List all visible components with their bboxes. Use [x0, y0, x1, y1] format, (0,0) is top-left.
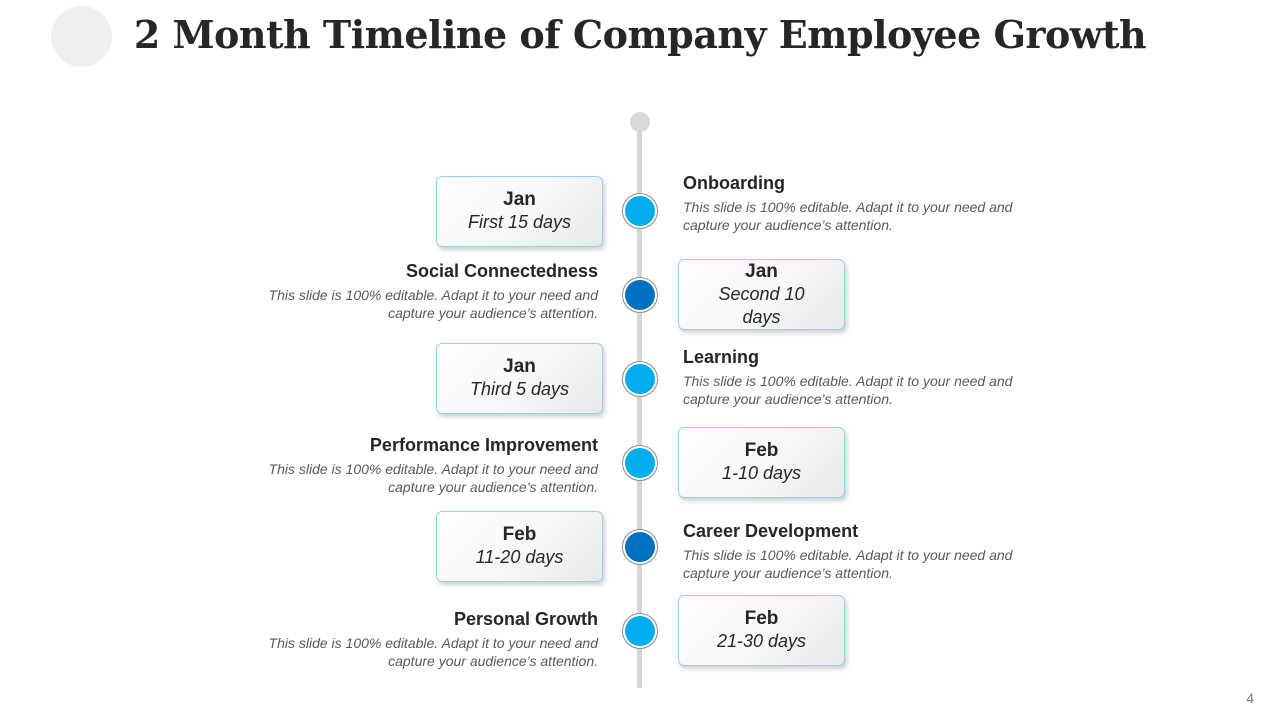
node-dot [625, 532, 655, 562]
stage-title: Performance Improvement [369, 435, 598, 455]
timeline-node-2 [622, 277, 658, 313]
timeline-node-3 [622, 361, 658, 397]
stage-title: Onboarding [683, 173, 785, 193]
stage-career-development: Career Development This slide is 100% ed… [683, 520, 1033, 582]
stage-description: This slide is 100% editable. Adapt it to… [683, 547, 1013, 581]
page-number: 4 [1246, 690, 1254, 706]
date-month: Feb [502, 524, 537, 545]
node-dot [625, 616, 655, 646]
node-dot [625, 448, 655, 478]
timeline-node-5 [622, 529, 658, 565]
stage-description: This slide is 100% editable. Adapt it to… [268, 461, 598, 495]
date-box-4: Feb 1-10 days [678, 427, 845, 498]
node-dot [625, 280, 655, 310]
timeline-node-1 [622, 193, 658, 229]
date-period: 21-30 days [716, 631, 807, 651]
stage-social-connectedness: Social Connectedness This slide is 100% … [248, 260, 598, 322]
date-box-3: Jan Third 5 days [436, 343, 603, 414]
timeline-node-6 [622, 613, 658, 649]
stage-personal-growth: Personal Growth This slide is 100% edita… [248, 608, 598, 670]
page-title: 2 Month Timeline of Company Employee Gro… [133, 12, 1147, 57]
stage-description: This slide is 100% editable. Adapt it to… [683, 373, 1013, 407]
date-box-6: Feb 21-30 days [678, 595, 845, 666]
node-dot [625, 196, 655, 226]
date-month: Jan [503, 356, 536, 377]
date-period: Second 10 days [718, 283, 805, 327]
stage-description: This slide is 100% editable. Adapt it to… [268, 287, 598, 321]
date-period: First 15 days [467, 212, 572, 232]
date-month: Feb [744, 440, 779, 461]
stage-title: Career Development [683, 521, 859, 541]
date-box-2: Jan Second 10 days [678, 259, 845, 330]
stage-description: This slide is 100% editable. Adapt it to… [683, 199, 1013, 233]
date-box-1: Jan First 15 days [436, 176, 603, 247]
date-month: Jan [503, 189, 536, 210]
timeline-node-4 [622, 445, 658, 481]
timeline-spine [637, 122, 642, 688]
date-period: 1-10 days [721, 463, 802, 483]
date-box-5: Feb 11-20 days [436, 511, 603, 582]
stage-title: Personal Growth [453, 609, 598, 629]
node-dot [625, 364, 655, 394]
stage-learning: Learning This slide is 100% editable. Ad… [683, 346, 1033, 408]
stage-onboarding: Onboarding This slide is 100% editable. … [683, 172, 1033, 234]
stage-description: This slide is 100% editable. Adapt it to… [268, 635, 598, 669]
date-month: Feb [744, 608, 779, 629]
date-month: Jan [745, 260, 778, 282]
stage-title: Learning [683, 347, 760, 367]
stage-performance-improvement: Performance Improvement This slide is 10… [248, 434, 598, 496]
timeline-spine-cap [630, 112, 650, 132]
date-period: 11-20 days [475, 547, 564, 567]
date-period: Third 5 days [469, 379, 570, 399]
stage-title: Social Connectedness [405, 261, 598, 281]
decorative-circle [51, 6, 112, 67]
